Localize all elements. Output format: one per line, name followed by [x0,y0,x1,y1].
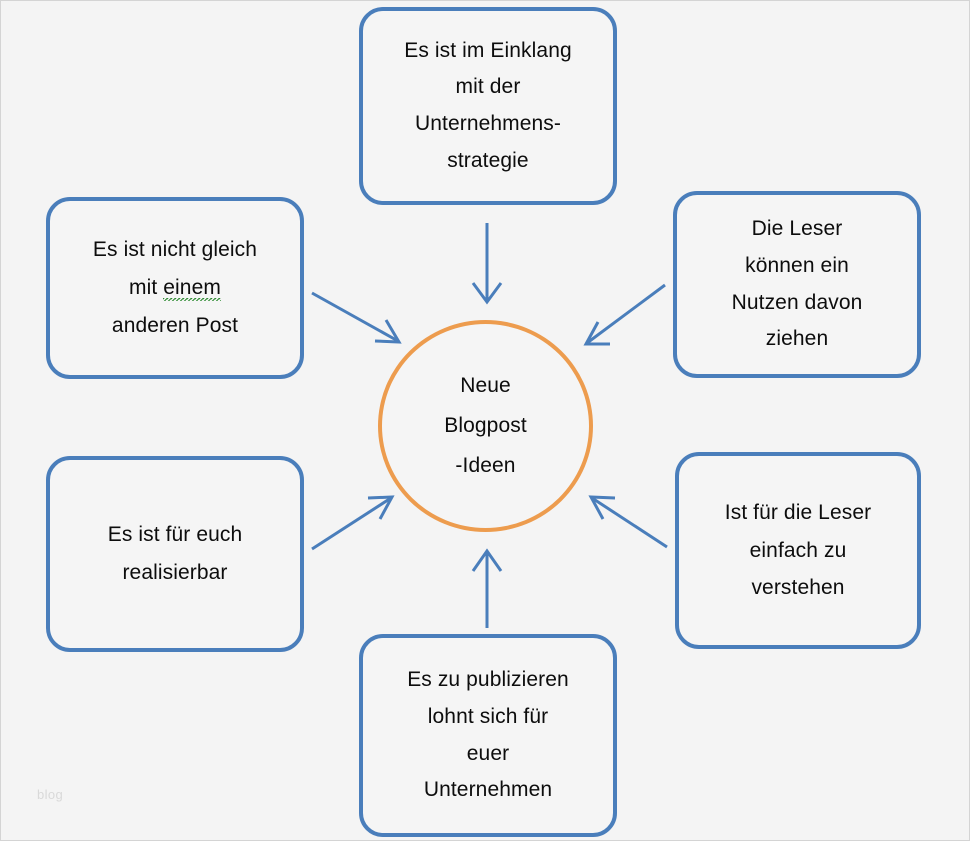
node-label-line-2-prefix: mit [129,275,164,299]
node-label-top-left: Es ist nicht gleich mit einem anderen Post [79,231,271,346]
arrow-from-mid-left [311,495,395,551]
node-label-line-3: anderen Post [111,314,239,338]
node-box-mid-left[interactable]: Es ist für euch realisierbar [46,456,304,652]
node-label-line-1: Es ist nicht gleich [92,237,258,261]
arrow-from-top-right [583,283,666,346]
node-box-bottom[interactable]: Es zu publizieren lohnt sich für euer Un… [359,634,617,837]
node-box-top[interactable]: Es ist im Einklang mit der Unternehmens-… [359,7,617,205]
node-label-bottom: Es zu publizieren lohnt sich für euer Un… [407,667,569,802]
arrow-from-mid-right [588,495,668,549]
arrow-from-top-left [311,291,402,344]
arrow-from-bottom [471,548,503,628]
node-box-top-left[interactable]: Es ist nicht gleich mit einem anderen Post [46,197,304,379]
node-label-top: Es ist im Einklang mit der Unternehmens-… [404,38,572,172]
node-box-mid-right[interactable]: Ist für die Leser einfach zu verstehen [675,452,921,649]
node-label-top-right: Die Leser können ein Nutzen davon ziehen [731,216,863,351]
center-node-label: Neue Blogpost -Ideen [444,373,527,478]
node-box-top-right[interactable]: Die Leser können ein Nutzen davon ziehen [673,191,921,378]
misspelled-word: einem [163,275,221,301]
node-label-mid-right: Ist für die Leser einfach zu verstehen [724,500,872,600]
node-label-mid-left: Es ist für euch realisierbar [107,522,243,584]
watermark-blog: blog [37,787,64,802]
center-node-ellipse[interactable]: Neue Blogpost -Ideen [378,320,593,532]
arrow-from-top [471,223,503,305]
